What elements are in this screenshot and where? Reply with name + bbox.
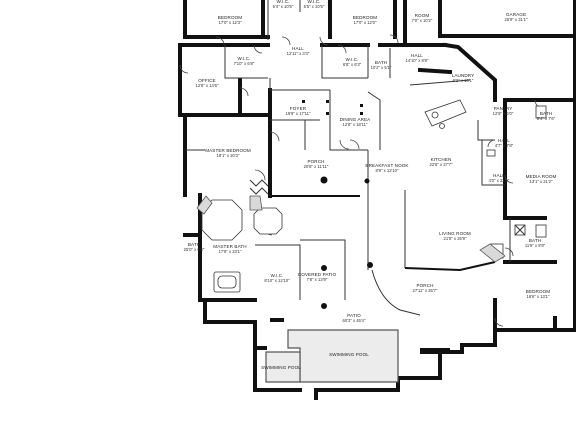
room-dims-covered-patio: 7'8" x 13'9" xyxy=(307,277,328,282)
room-name-wic-top1: W.I.C. xyxy=(276,0,289,4)
room-name-porch-lower: PORCH xyxy=(416,283,433,288)
room-dims-kitchen: 22'8" x 27'7" xyxy=(430,162,453,167)
room-name-kitchen: KITCHEN xyxy=(431,157,452,162)
room-dims-garage: 25'9" x 31'1" xyxy=(505,17,528,22)
room-name-patio: PATIO xyxy=(347,313,361,318)
room-dims-living-room: 21'8" x 26'9" xyxy=(444,236,467,241)
room-dims-bedroom-top: 17'0" x 12'3" xyxy=(219,20,242,25)
room-name-hall-vert: HALL xyxy=(493,173,505,178)
door-swings xyxy=(179,34,544,327)
room-name-foyer: FOYER xyxy=(290,106,307,111)
room-name-wic-top2: W.I.C. xyxy=(307,0,320,4)
room-name-dining: DINING AREA xyxy=(340,117,372,122)
room-name-master-bath: MASTER BATH xyxy=(213,244,246,249)
room-dims-hall-small: 4'7" x 7'8" xyxy=(495,143,514,148)
room-dims-porch-lower: 27'11" x 25'7" xyxy=(413,288,438,293)
room-name-hall-right: HALL xyxy=(411,53,423,58)
room-name-covered-patio: COVERED PATIO xyxy=(298,272,337,277)
room-dims-master-bedroom: 18'1" x 20'3" xyxy=(217,153,240,158)
room-name-swimming-pool: SWIMMING POOL xyxy=(329,352,369,357)
room-dims-media-room: 13'1" x 21'2" xyxy=(530,179,553,184)
room-name-porch-left: PORCH xyxy=(307,159,324,164)
room-dims-office: 12'6" x 14'6" xyxy=(196,83,219,88)
room-name-hall-small: HALL xyxy=(498,138,510,143)
room-dims-laundry: 6'2" x 10'1" xyxy=(453,78,474,83)
room-name-living-room: LIVING ROOM xyxy=(439,231,471,236)
fireplace xyxy=(479,243,506,263)
room-dims-wic-mid: 6'8" x 6'3" xyxy=(343,62,362,67)
room-dims-porch-left: 20'8" x 11'11" xyxy=(304,164,329,169)
room-dims-bath-right: 8'4" x 7'6" xyxy=(537,116,556,121)
room-dims-dining: 12'6" x 18'11" xyxy=(343,122,368,127)
swimming-pool-small xyxy=(265,351,301,383)
room-dims-bedroom-lower: 16'6" x 13'1" xyxy=(527,294,550,299)
room-name-room-top: ROOM xyxy=(415,13,430,18)
room-dims-wic-top2: 6'5" x 10'5" xyxy=(304,4,325,9)
room-name-bedroom-top: BEDROOM xyxy=(218,15,243,20)
room-dims-wic-top1: 6'4" x 10'5" xyxy=(273,4,294,9)
room-name-wic-lower: W.I.C. xyxy=(270,273,283,278)
room-dims-room-top: 7'0" x 10'2" xyxy=(412,18,433,23)
room-name-hall-upper: HALL xyxy=(292,46,304,51)
master-bath-tub xyxy=(201,199,243,241)
room-name-master-bedroom: MASTER BEDROOM xyxy=(205,148,251,153)
room-name-office: OFFICE xyxy=(198,78,215,83)
room-name-media-room: MEDIA ROOM xyxy=(526,174,557,179)
exterior-walls xyxy=(178,0,576,400)
columns xyxy=(302,100,373,309)
room-name-bath-left: BATH xyxy=(188,242,200,247)
room-name-wic-left: W.I.C. xyxy=(237,56,250,61)
room-name-bedroom-lower: BEDROOM xyxy=(526,289,551,294)
room-dims-wic-lower: 8'10" x 12'10" xyxy=(264,278,290,283)
fixtures xyxy=(196,105,547,354)
room-name-wic-mid: W.I.C. xyxy=(345,57,358,62)
room-name-bath-mid: BATH xyxy=(375,60,387,65)
room-name-garage: GARAGE xyxy=(506,12,526,17)
room-name-bedroom-top2: BEDROOM xyxy=(353,15,378,20)
room-dims-hall-vert: 4'0" x 32'0" xyxy=(489,178,510,183)
interior-walls xyxy=(185,0,511,316)
room-dims-bedroom-top2: 17'0" x 12'0" xyxy=(354,20,377,25)
room-name-pantry: PANTRY xyxy=(494,106,513,111)
room-dims-hall-right: 14'10" x 8'8" xyxy=(406,58,429,63)
room-dims-bath-lower: 11'8" x 8'9" xyxy=(525,243,546,248)
room-dims-wic-left: 7'10" x 6'8" xyxy=(234,61,255,66)
room-dims-patio: 60'3" x 45'4" xyxy=(343,318,366,323)
room-dims-breakfast: 8'9" x 12'10" xyxy=(376,168,399,173)
room-name-bath-right: BATH xyxy=(540,111,552,116)
room-name-swimming-pool-small: SWIMMING POOL xyxy=(261,365,301,370)
room-dims-pantry: 12'9" x 6'0" xyxy=(493,111,514,116)
room-dims-hall-upper: 12'11" x 3'4" xyxy=(287,51,310,56)
room-name-breakfast: BREAKFAST NOOK xyxy=(365,163,409,168)
room-name-laundry: LAUNDRY xyxy=(452,73,475,78)
room-dims-bath-mid: 10'2" x 5'1" xyxy=(371,65,392,70)
room-dims-bath-left: 25'0" x 6'3" xyxy=(184,247,205,252)
room-dims-foyer: 19'8" x 17'11" xyxy=(286,111,311,116)
room-name-bath-lower: BATH xyxy=(529,238,541,243)
room-dims-master-bath: 17'8" x 23'1" xyxy=(219,249,242,254)
pools xyxy=(265,329,399,383)
